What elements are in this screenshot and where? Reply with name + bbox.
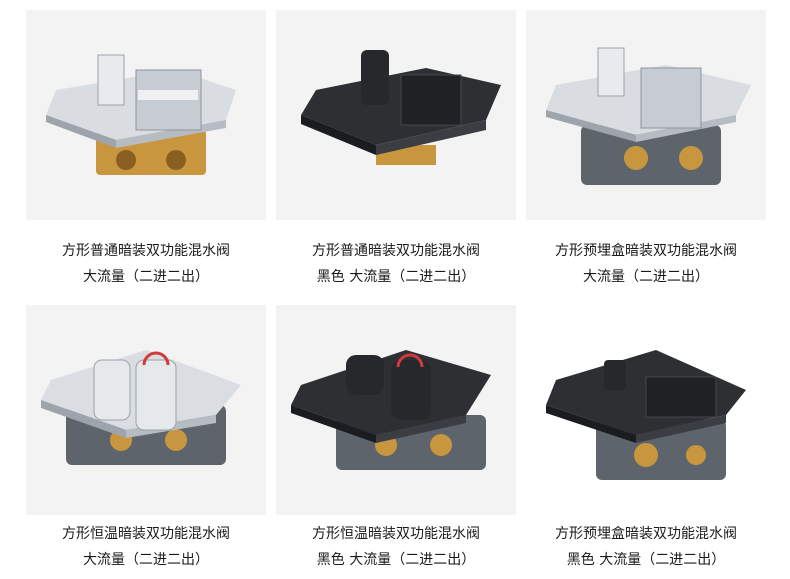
product-subtitle: 大流量（二进二出） (83, 269, 209, 285)
black-thermostatic-valve-icon (276, 305, 516, 515)
product-title: 方形预埋盒暗装双功能混水阀 (555, 243, 737, 259)
product-image[interactable] (276, 305, 516, 515)
product-image[interactable] (26, 305, 266, 515)
chrome-thermostatic-valve-icon (26, 305, 266, 515)
product-title: 方形普通暗装双功能混水阀 (62, 243, 230, 259)
product-subtitle: 黑色 大流量（二进二出） (316, 552, 476, 568)
product-title: 方形恒温暗装双功能混水阀 (62, 526, 230, 542)
product-title: 方形普通暗装双功能混水阀 (312, 243, 480, 259)
product-subtitle: 黑色 大流量（二进二出） (566, 552, 726, 568)
black-concealed-box-valve-icon (526, 305, 766, 515)
product-subtitle: 大流量（二进二出） (83, 552, 209, 568)
product-image[interactable] (526, 10, 766, 220)
product-subtitle: 大流量（二进二出） (583, 269, 709, 285)
product-subtitle: 黑色 大流量（二进二出） (316, 269, 476, 285)
product-title: 方形恒温暗装双功能混水阀 (312, 526, 480, 542)
chrome-square-mixer-valve-icon (26, 10, 266, 220)
black-square-mixer-valve-icon (276, 10, 516, 220)
product-image[interactable] (26, 10, 266, 220)
chrome-concealed-box-valve-icon (526, 10, 766, 220)
product-image[interactable] (276, 10, 516, 220)
product-image[interactable] (526, 305, 766, 515)
product-title: 方形预埋盒暗装双功能混水阀 (555, 526, 737, 542)
